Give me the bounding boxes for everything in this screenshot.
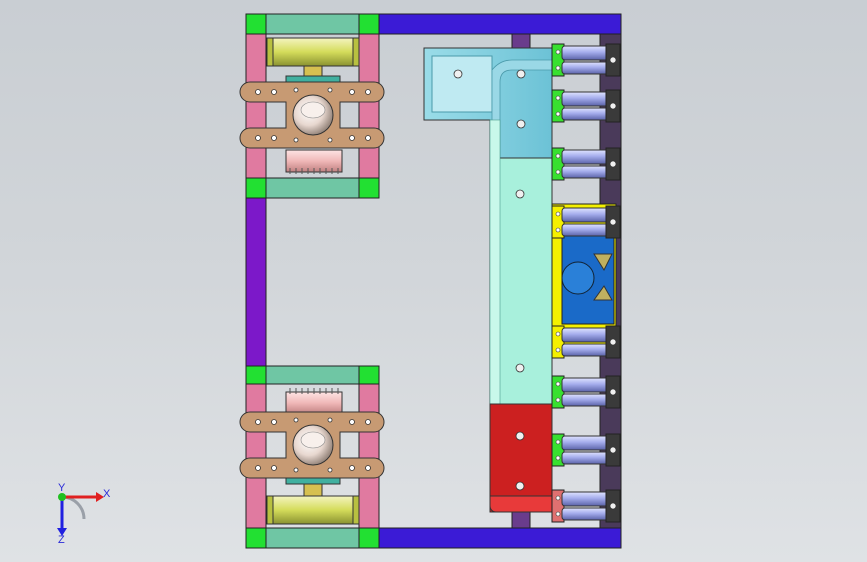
triad-arc (61, 495, 86, 520)
corner-block (245, 13, 267, 35)
roller-bolt (555, 455, 561, 461)
roller-bolt (555, 95, 561, 101)
bracket-holes (255, 87, 371, 143)
roller-bolt (555, 347, 561, 353)
teal-plate (265, 527, 360, 549)
drum-rim (352, 495, 360, 525)
roller-hex-nut (609, 446, 617, 454)
corner-block (245, 527, 267, 549)
motor-base-plate (285, 477, 341, 485)
roller-bolt (555, 331, 561, 337)
frame-left-purple-bar (245, 197, 267, 367)
pink-post (358, 383, 380, 529)
motor-hub-face (300, 431, 326, 449)
drum-wheel (266, 495, 360, 525)
corner-block (245, 177, 267, 199)
corner-block (358, 177, 380, 199)
roller (561, 207, 613, 223)
column-red (489, 403, 553, 513)
gearbox-bore (561, 261, 595, 295)
drum-rim (352, 37, 360, 67)
roller-bolt (555, 211, 561, 217)
teal-plate (265, 365, 360, 385)
z-axis-label: Z (58, 534, 65, 546)
roller-hex-nut (609, 338, 617, 346)
roller-bolt (555, 511, 561, 517)
roller (561, 393, 613, 407)
roller (561, 149, 613, 165)
y-axis-dot (58, 493, 66, 501)
roller (561, 451, 613, 465)
roller-hex-nut (609, 56, 617, 64)
drum-rim (266, 495, 274, 525)
roller-bolt (555, 153, 561, 159)
column-mint-edge (489, 119, 501, 405)
motor-fins (289, 168, 339, 174)
z-axis-head (57, 528, 67, 536)
roller-hex-nut (609, 102, 617, 110)
teal-plate (265, 177, 360, 199)
roller (561, 223, 613, 237)
roller-hex-nut (609, 218, 617, 226)
roller-bolt (555, 381, 561, 387)
roller-hex-nut (609, 388, 617, 396)
roller (561, 165, 613, 179)
roller-hex-nut (609, 160, 617, 168)
roller-bolt (555, 439, 561, 445)
axle-coupler (303, 483, 323, 497)
roller-hex-nut (609, 502, 617, 510)
motor-body (285, 391, 343, 415)
hex-bolts (453, 69, 526, 491)
column-red-foot (489, 495, 553, 513)
duct-inner (431, 55, 493, 113)
pink-post (245, 383, 267, 529)
drum-rim (266, 37, 274, 67)
gearbox-wedge (593, 253, 613, 272)
roller (561, 91, 613, 107)
roller-bolt (555, 227, 561, 233)
roller (561, 343, 613, 357)
drum-wheel (266, 37, 360, 67)
roller (561, 507, 613, 521)
corner-block (358, 527, 380, 549)
duct-column[interactable] (423, 47, 553, 513)
pink-post (245, 33, 267, 179)
y-axis-label: Y (58, 482, 66, 494)
teal-plate (265, 13, 360, 35)
roller-bolt (555, 169, 561, 175)
roller (561, 45, 613, 61)
motor-base-plate (285, 75, 341, 83)
corner-block (245, 365, 267, 385)
roller-bolt (555, 495, 561, 501)
frame-top-blue-bar (378, 13, 622, 35)
roller (561, 61, 613, 75)
motor-fins (289, 388, 339, 394)
bracket-holes (255, 417, 371, 473)
coordinate-triad: X Y Z (57, 482, 111, 546)
roller-bolt (555, 111, 561, 117)
roller (561, 377, 613, 393)
frame-bottom-blue-bar (378, 527, 622, 549)
side-rollers[interactable] (551, 43, 621, 523)
roller-bolt (555, 397, 561, 403)
wheel-assembly-bottom[interactable] (239, 365, 385, 549)
corner-block (358, 365, 380, 385)
gearbox-wedge (593, 285, 613, 301)
roller-bolt (555, 49, 561, 55)
roller (561, 491, 613, 507)
motor-hub-face (300, 101, 326, 119)
roller (561, 107, 613, 121)
x-axis-head (96, 492, 104, 502)
corner-block (358, 13, 380, 35)
roller-bolt (555, 65, 561, 71)
x-axis-label: X (103, 488, 111, 500)
roller (561, 327, 613, 343)
wheel-assembly-top[interactable] (239, 13, 385, 199)
pink-post (358, 33, 380, 179)
roller (561, 435, 613, 451)
